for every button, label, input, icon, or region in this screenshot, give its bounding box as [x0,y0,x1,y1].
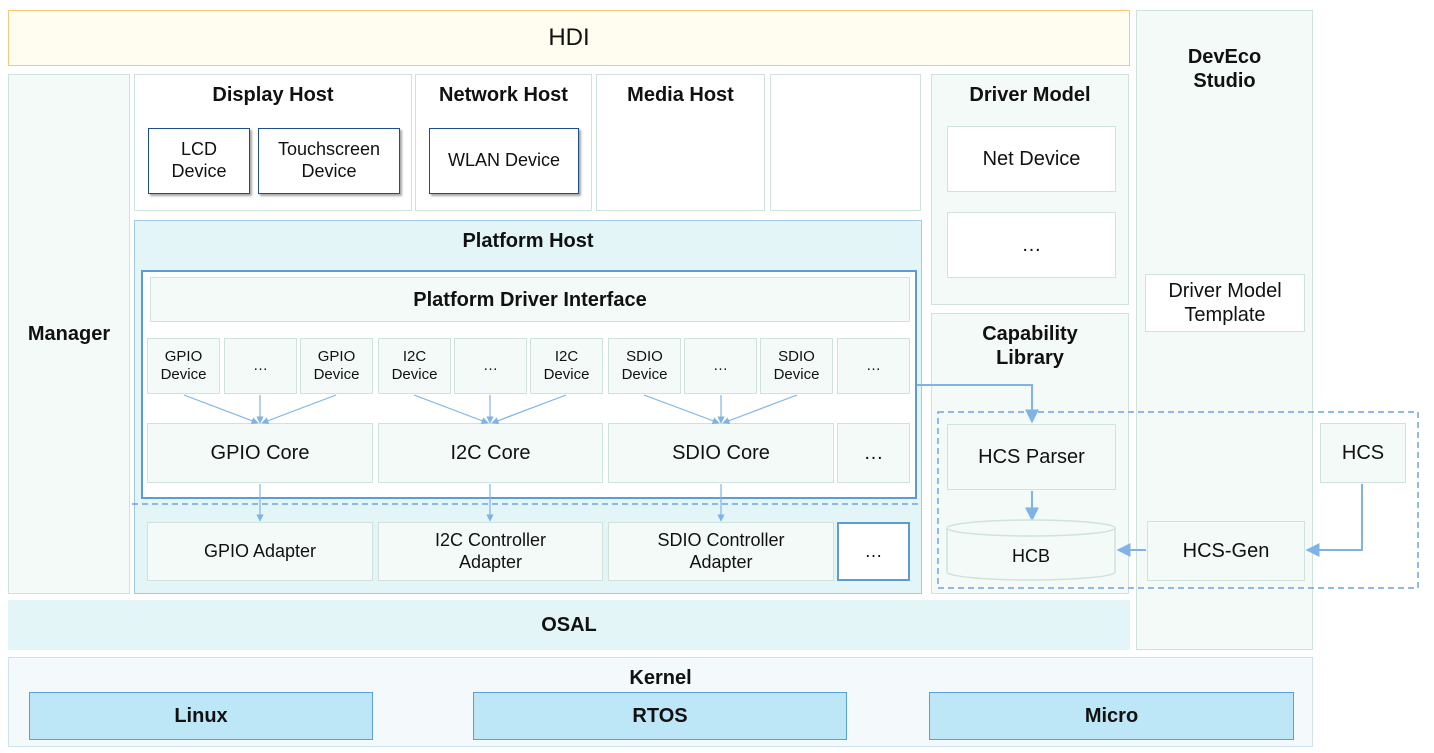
gpio-core-label: GPIO Core [210,442,310,464]
lcd-device: LCD Device [148,128,250,194]
device-label: I2C Device [391,348,438,383]
deveco-title: DevEco Studio [1187,46,1262,92]
device-label: SDIO Device [621,348,668,383]
hcb-cylinder: HCB [946,519,1116,581]
device-more: … [454,338,527,394]
gpio-device: GPIO Device [147,338,220,394]
hcs-label: HCS [1341,442,1385,464]
driver-model-template-label: Driver Model Template [1168,280,1282,326]
device-more: … [224,338,297,394]
empty-host [770,74,921,211]
device-label: … [713,357,728,374]
sdio-device: SDIO Device [760,338,833,394]
platform-driver-interface: Platform Driver Interface [150,277,910,322]
kernel-rtos-label: RTOS [632,705,688,727]
hcs-parser: HCS Parser [947,424,1116,490]
device-more: … [684,338,757,394]
driver-model-more-label: … [1021,234,1042,256]
sdio-core-label: SDIO Core [672,442,770,464]
core-more: … [837,423,910,483]
kernel-micro-label: Micro [1084,705,1139,727]
hdi-layer: HDI [8,10,1130,66]
i2c-controller-adapter: I2C Controller Adapter [378,522,603,581]
gpio-core: GPIO Core [147,423,373,483]
i2c-device: I2C Device [530,338,603,394]
touchscreen-device: Touchscreen Device [258,128,400,194]
touchscreen-device-label: Touchscreen Device [277,139,381,181]
sdio-adapter-label: SDIO Controller Adapter [657,529,785,572]
device-label: … [483,357,498,374]
device-label: … [253,357,268,374]
hdi-label: HDI [548,23,590,51]
wlan-device: WLAN Device [429,128,579,194]
hcs-dashed-frame [937,411,1419,589]
gpio-device: GPIO Device [300,338,373,394]
i2c-core-label: I2C Core [450,442,531,464]
net-device: Net Device [947,126,1116,192]
device-more: … [837,338,910,394]
device-label: … [866,357,881,374]
kernel-title: Kernel [629,667,692,689]
capability-library-title: Capability Library [982,323,1078,369]
sdio-core: SDIO Core [608,423,834,483]
lcd-device-label: LCD Device [171,139,227,181]
device-core-arrows [183,394,798,425]
media-host-title: Media Host [627,84,734,106]
driver-model-more: … [947,212,1116,278]
manager-label: Manager [27,323,111,345]
hcs-box: HCS [1320,423,1406,483]
sdio-device: SDIO Device [608,338,681,394]
device-label: SDIO Device [773,348,820,383]
platform-driver-interface-label: Platform Driver Interface [413,288,647,311]
hcs-gen-label: HCS-Gen [1182,540,1270,562]
kernel-rtos: RTOS [473,692,847,740]
gpio-adapter: GPIO Adapter [147,522,373,581]
device-label: GPIO Device [160,348,207,383]
capability-link-arrow [917,384,1039,424]
hcs-parser-label: HCS Parser [978,446,1085,468]
i2c-adapter-label: I2C Controller Adapter [434,529,547,572]
media-host: Media Host [596,74,765,211]
network-host-title: Network Host [439,84,568,106]
kernel-linux-label: Linux [174,705,228,727]
core-more-label: … [863,442,884,464]
kernel-linux: Linux [29,692,373,740]
osal-label: OSAL [541,614,597,636]
core-adapter-arrows [256,484,725,522]
wlan-device-label: WLAN Device [447,150,561,171]
adapter-more-label: … [864,540,883,561]
device-label: I2C Device [543,348,590,383]
display-host-title: Display Host [212,84,334,106]
hcb-label: HCB [1012,546,1050,566]
device-label: GPIO Device [313,348,360,383]
driver-model-title: Driver Model [969,84,1091,106]
gpio-adapter-label: GPIO Adapter [203,540,317,561]
manager-panel: Manager [8,74,130,594]
hcs-gen-box: HCS-Gen [1147,521,1305,581]
hcs-to-hcsgen-arrow [1305,484,1363,557]
osal-layer: OSAL [8,600,1130,650]
driver-model-template: Driver Model Template [1145,274,1305,332]
adapter-more: … [837,522,910,581]
i2c-device: I2C Device [378,338,451,394]
net-device-label: Net Device [982,148,1081,170]
sdio-controller-adapter: SDIO Controller Adapter [608,522,834,581]
platform-host-title: Platform Host [462,230,594,252]
kernel-micro: Micro [929,692,1294,740]
